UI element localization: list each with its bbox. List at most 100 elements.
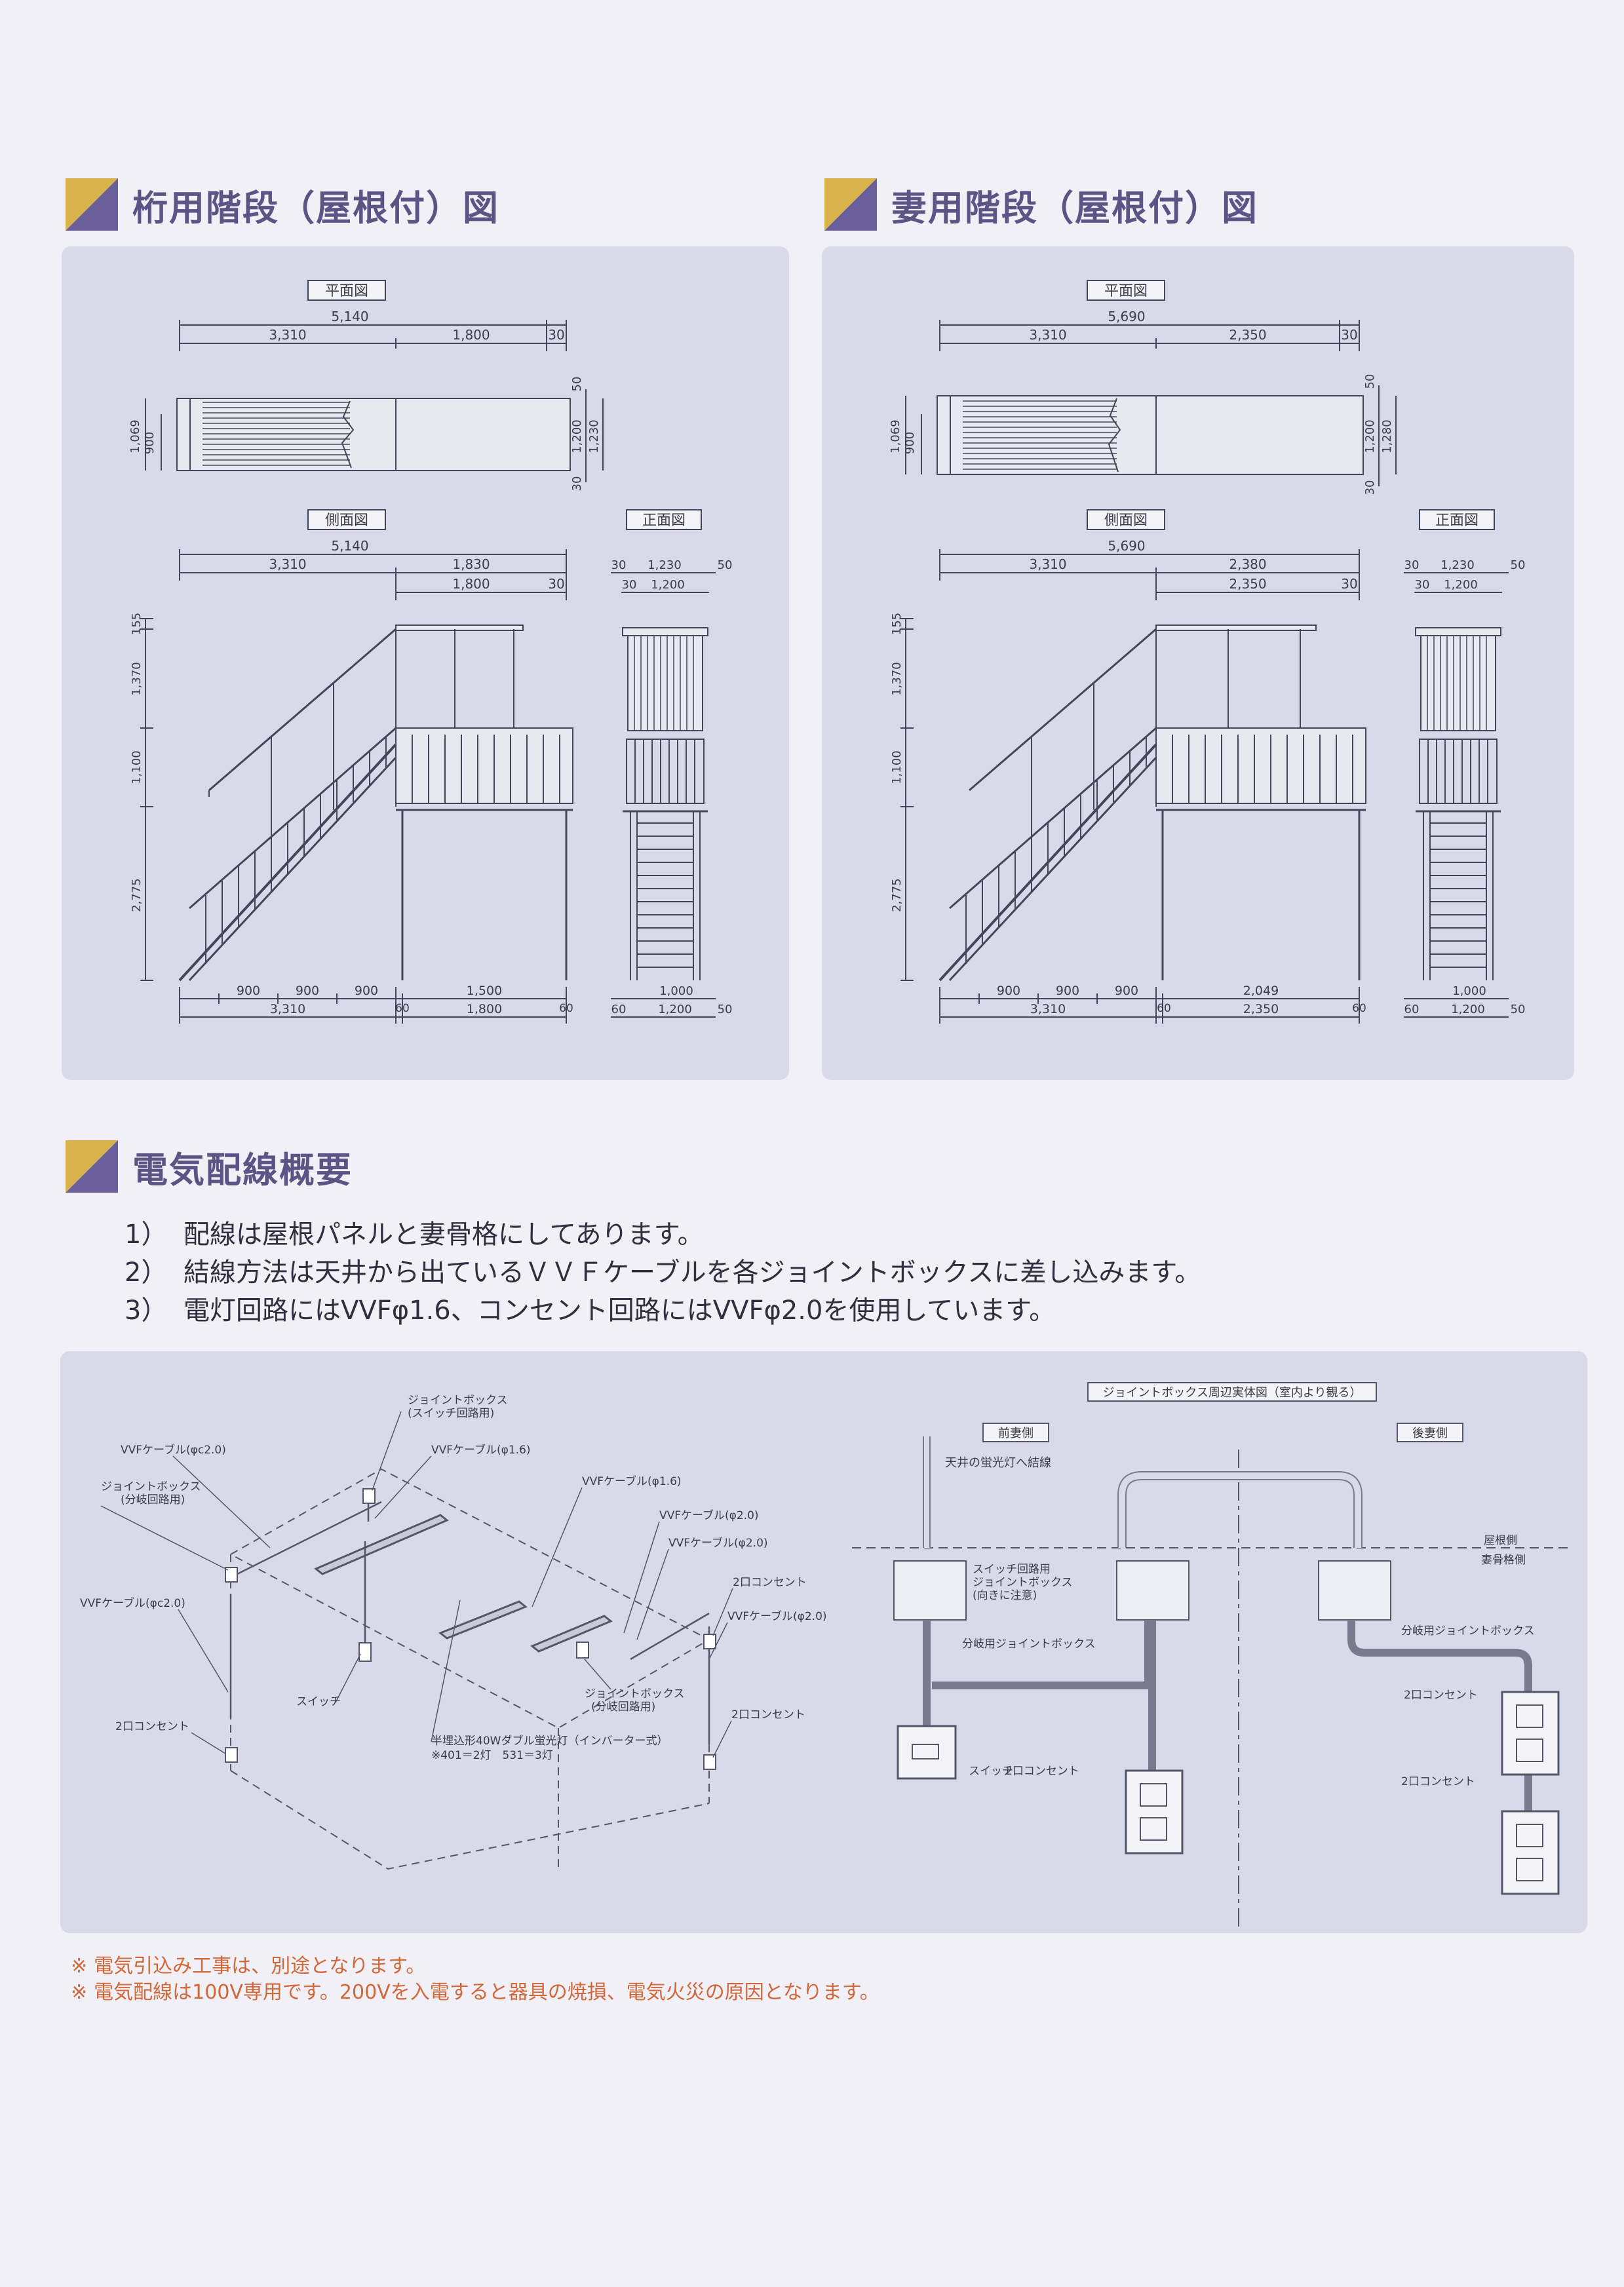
front-side-label: 前妻側	[998, 1427, 1034, 1440]
dim-text: 2,775	[890, 878, 904, 912]
svg-text:(分岐回路用): (分岐回路用)	[121, 1493, 185, 1507]
dim-text: 5,140	[331, 309, 368, 324]
dim-text: 5,140	[331, 538, 368, 554]
dim-text: 60	[559, 1002, 573, 1015]
dim-text: 30	[1341, 327, 1357, 343]
svg-text:VVFケーブル(φ2.0): VVFケーブル(φ2.0)	[727, 1609, 827, 1623]
outlet-socket	[1516, 1824, 1543, 1847]
outlet-socket	[1140, 1817, 1167, 1841]
keta-title: 桁用階段（屋根付）図	[132, 187, 499, 229]
outlet-device-1	[1125, 1769, 1184, 1855]
outlet-device-2	[1501, 1691, 1560, 1776]
dim-text: 1,370	[890, 662, 904, 696]
plan-label-box	[307, 280, 386, 301]
plan-label: 平面図	[325, 283, 368, 299]
front-label-box	[626, 509, 702, 530]
front-label: 正面図	[1435, 512, 1479, 529]
dim-text: 1,500	[467, 984, 502, 998]
dim-text: 3,310	[270, 1002, 305, 1016]
svg-text:スイッチ: スイッチ	[296, 1695, 341, 1708]
tsuma-title: 妻用階段（屋根付）図	[891, 187, 1258, 229]
dim-text: 1,000	[1452, 984, 1486, 998]
dim-text: 900	[1115, 984, 1138, 998]
warning-line: ※電気引込み工事は、別途となります。	[71, 1955, 426, 1978]
side-label: 側面図	[325, 512, 368, 529]
dim-text: 30	[1341, 576, 1357, 592]
svg-text:2口コンセント: 2口コンセント	[733, 1576, 807, 1589]
dim-text: 2,775	[130, 878, 144, 912]
dim-text: 3,310	[1030, 1002, 1066, 1016]
svg-text:(分岐回路用): (分岐回路用)	[591, 1701, 655, 1714]
dim-text: 1,830	[452, 556, 490, 572]
lamp-fixtures	[314, 1514, 613, 1653]
dim-text: 1,069	[889, 419, 902, 453]
dim-text: 900	[143, 432, 157, 454]
side-label: 側面図	[1104, 512, 1148, 529]
switch-junction-box	[893, 1560, 967, 1621]
dim-text: 1,200	[651, 578, 685, 592]
note-item: 2）結線方法は天井から出ているＶＶＦケーブルを各ジョイントボックスに差し込みます…	[125, 1258, 1201, 1288]
dim-text: 900	[1056, 984, 1079, 998]
dim-text: 30	[1415, 578, 1430, 592]
dim-text: 1,370	[130, 662, 144, 696]
dim-text: 30	[548, 327, 564, 343]
dim-text: 30	[570, 476, 584, 491]
tsuma-drawing-panel: 平面図 5,690 3,310 2,350 30 1,069 900 50 1,…	[822, 246, 1574, 1080]
dim-text: 60	[395, 1002, 410, 1015]
leader-lines	[100, 1411, 733, 1758]
outlet-device-3	[1501, 1810, 1560, 1895]
dim-text: 155	[130, 613, 144, 635]
dim-text: 50	[1511, 1003, 1526, 1016]
svg-text:VVFケーブル(φ2.0): VVFケーブル(φ2.0)	[659, 1509, 759, 1522]
dim-text: 1,800	[452, 327, 490, 343]
dim-text: 30	[1363, 480, 1377, 495]
dim-text: 2,350	[1243, 1002, 1279, 1016]
outlet-2-label: 2口コンセント	[1404, 1689, 1478, 1702]
dim-text: 50	[1363, 374, 1377, 389]
dim-text: 1,800	[452, 576, 490, 592]
section-title-keta: 桁用階段（屋根付）図	[66, 178, 499, 231]
switch-label: スイッチ	[969, 1765, 1013, 1778]
svg-text:ジョイントボックス: ジョイントボックス	[585, 1687, 685, 1701]
dim-text: 3,310	[269, 327, 306, 343]
dim-text: 3,310	[1029, 556, 1066, 572]
warning-line: ※電気配線は100V専用です。200Vを入電すると器具の焼損、電気火災の原因とな…	[71, 1981, 880, 2004]
dim-text: 3,310	[1029, 327, 1066, 343]
switch-toggle	[912, 1744, 939, 1759]
wiring-diagram-panel: ジョイントボックス (スイッチ回路用) VVFケーブル(φc2.0) VVFケー…	[60, 1351, 1587, 1933]
dim-text: 1,200	[658, 1003, 692, 1016]
dim-text: 2,350	[1229, 327, 1266, 343]
dim-text: 5,690	[1108, 309, 1145, 324]
side-balusters	[412, 735, 560, 803]
dim-text: 1,800	[467, 1002, 502, 1016]
dim-text: 900	[997, 984, 1020, 998]
svg-text:VVFケーブル(φ1.6): VVFケーブル(φ1.6)	[582, 1474, 682, 1488]
dim-text: 1,069	[128, 419, 142, 453]
dim-text: 30	[1404, 558, 1420, 572]
dim-text: 1,230	[587, 419, 601, 453]
rear-branch-jb-label: 分岐用ジョイントボックス	[1401, 1624, 1535, 1638]
dim-text: 60	[611, 1003, 627, 1016]
dim-text: 3,310	[269, 556, 306, 572]
dim-text: 900	[296, 984, 319, 998]
svg-text:VVFケーブル(φ2.0): VVFケーブル(φ2.0)	[668, 1536, 768, 1550]
section-title-elec: 電気配線概要	[66, 1140, 353, 1193]
wiring-labels: ジョイントボックス (スイッチ回路用) VVFケーブル(φc2.0) VVFケー…	[80, 1394, 827, 1762]
dim-text: 900	[903, 432, 917, 454]
dim-text: 900	[237, 984, 260, 998]
svg-text:ジョイントボックス: ジョイントボックス	[408, 1394, 508, 1407]
dim-text: 2,049	[1243, 984, 1279, 998]
outlet-socket	[1516, 1704, 1543, 1728]
rear-branch-junction-box	[1318, 1560, 1391, 1621]
svg-text:VVFケーブル(φc2.0): VVFケーブル(φc2.0)	[80, 1596, 185, 1610]
front-label: 正面図	[642, 512, 686, 529]
keta-drawing-panel: 平面図 5,140 3,310 1,800 30 1,069 900 50 1,…	[62, 246, 789, 1080]
outlet-box	[703, 1754, 716, 1770]
dim-text: 1,230	[1440, 558, 1475, 572]
switch-jb-label: スイッチ回路用	[973, 1563, 1051, 1576]
wiring-diagram: ジョイントボックス (スイッチ回路用) VVFケーブル(φc2.0) VVFケー…	[80, 1382, 1568, 1928]
dim-text: 155	[890, 613, 904, 635]
outlet-socket	[1516, 1858, 1543, 1881]
elec-title: 電気配線概要	[132, 1149, 353, 1191]
dim-text: 30	[622, 578, 637, 592]
